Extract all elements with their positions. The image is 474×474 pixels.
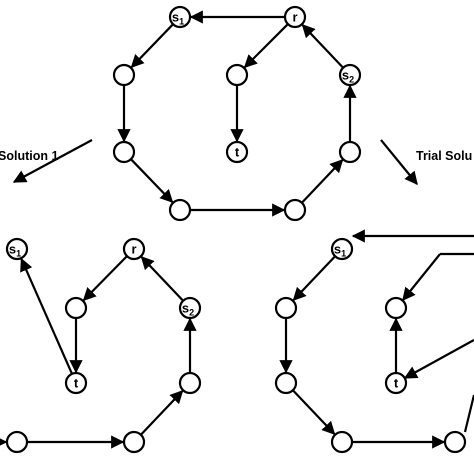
node-top-f: [283, 198, 307, 222]
node-circle: [112, 140, 136, 164]
edge-left-s2-r: [140, 256, 184, 302]
edge-top-s1-a: [130, 23, 174, 69]
edge-right-in-b2: [402, 253, 441, 302]
node-top-t: t: [225, 140, 249, 164]
node-left-b: [178, 371, 202, 395]
edge-top-f-d: [301, 159, 344, 204]
node-circle: [384, 296, 408, 320]
node-label-t: t: [235, 145, 240, 160]
node-circle: [274, 371, 298, 395]
node-circle: [168, 198, 192, 222]
node-circle: [225, 63, 249, 87]
node-label-s2: s2: [182, 301, 194, 318]
edge-left-t-s1: [20, 257, 73, 375]
edge-right-e-out: [463, 394, 474, 433]
node-right-t: t: [384, 371, 408, 395]
node-top-s2: s2: [338, 63, 362, 87]
edge-right-in-t: [403, 339, 474, 379]
node-circle: [338, 140, 362, 164]
caption-solution-1: Solution 1: [0, 149, 58, 163]
node-top-a: [112, 63, 136, 87]
node-circle: [178, 371, 202, 395]
node-label-s1: s1: [334, 242, 346, 259]
arrow-to-trial-solution: [380, 139, 418, 186]
edges-layer: [0, 10, 474, 449]
node-label-s1: s1: [172, 10, 184, 27]
node-left-a: [64, 296, 88, 320]
node-circle: [443, 430, 467, 454]
node-right-s1: s1: [330, 237, 354, 261]
arrow-to-solution-1: [12, 139, 93, 183]
node-label-t: t: [394, 376, 399, 391]
edge-top-c-e: [130, 158, 174, 204]
node-left-r: r: [122, 237, 146, 261]
edge-left-r-a: [82, 255, 128, 302]
node-circle: [283, 198, 307, 222]
node-top-b: [225, 63, 249, 87]
node-right-c: [274, 371, 298, 395]
node-top-s1: s1: [168, 5, 192, 29]
edge-top-r-b: [243, 23, 289, 69]
node-circle: [5, 237, 29, 261]
node-circle: [64, 296, 88, 320]
node-label-r: r: [292, 10, 297, 25]
node-top-d: [338, 140, 362, 164]
node-top-e: [168, 198, 192, 222]
node-circle: [112, 63, 136, 87]
node-circle: [330, 430, 354, 454]
node-circle: [5, 430, 29, 454]
node-left-s2: s2: [178, 296, 202, 320]
node-top-r: r: [283, 5, 307, 29]
node-circle: [274, 296, 298, 320]
node-circle: [330, 237, 354, 261]
node-left-t: t: [64, 371, 88, 395]
node-circle: [64, 371, 88, 395]
node-left-d: [122, 430, 146, 454]
node-left-c: [5, 430, 29, 454]
node-right-a: [274, 296, 298, 320]
node-right-d: [330, 430, 354, 454]
node-circle: [225, 140, 249, 164]
node-circle: [338, 63, 362, 87]
node-label-s1: s1: [9, 242, 21, 259]
node-circle: [384, 371, 408, 395]
node-circle: [122, 430, 146, 454]
node-top-c: [112, 140, 136, 164]
edge-right-s1-a: [292, 255, 336, 301]
node-label-s2: s2: [342, 68, 354, 85]
node-right-b: [384, 296, 408, 320]
node-circle: [122, 237, 146, 261]
edge-right-c-d: [292, 389, 336, 435]
node-circle: [283, 5, 307, 29]
node-circle: [168, 5, 192, 29]
node-left-s1: s1: [5, 237, 29, 261]
node-right-e: [443, 430, 467, 454]
nodes-layer: s1 r s2 t s1 r s2 t s1 t: [5, 5, 467, 454]
node-label-t: t: [74, 376, 79, 391]
edge-top-s2-r: [301, 24, 344, 69]
node-circle: [178, 296, 202, 320]
edge-left-d-b: [140, 390, 184, 436]
caption-trial-solution: Trial Solu: [416, 149, 472, 163]
node-label-r: r: [131, 242, 136, 257]
